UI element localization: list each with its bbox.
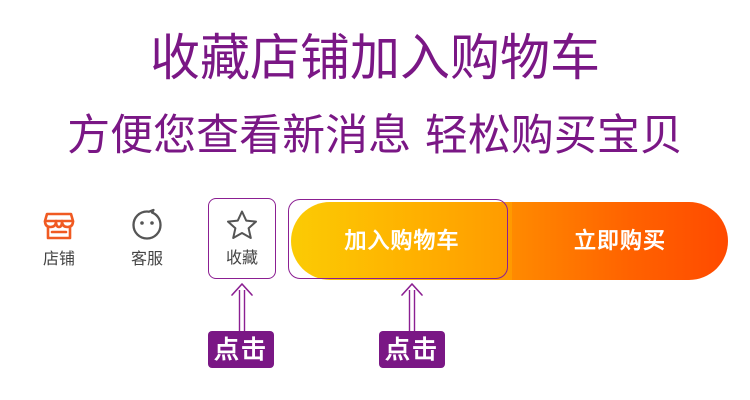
- customer-service-button[interactable]: 客服: [114, 200, 180, 280]
- favorite-label: 收藏: [225, 250, 258, 267]
- promo-headline-2: 方便您查看新消息 轻松购买宝贝: [67, 111, 683, 161]
- tap-hint-add-to-cart: 点击: [379, 331, 446, 368]
- star-icon: [227, 210, 257, 239]
- store-label: 店铺: [42, 251, 75, 268]
- arrow-up-icon: [401, 283, 423, 331]
- customer-service-label: 客服: [130, 251, 163, 268]
- chat-face-icon: [132, 208, 162, 240]
- store-icon: [43, 212, 75, 240]
- add-to-cart-button[interactable]: 加入购物车: [291, 202, 513, 280]
- buy-now-button[interactable]: 立即购买: [512, 202, 728, 280]
- tap-hint-favorite: 点击: [208, 331, 275, 368]
- promo-headline-1: 收藏店铺加入购物车: [150, 29, 600, 87]
- store-button[interactable]: 店铺: [26, 200, 92, 280]
- add-to-cart-highlight: [288, 199, 508, 279]
- arrow-up-icon: [231, 283, 253, 331]
- favorite-button[interactable]: 收藏: [208, 198, 276, 279]
